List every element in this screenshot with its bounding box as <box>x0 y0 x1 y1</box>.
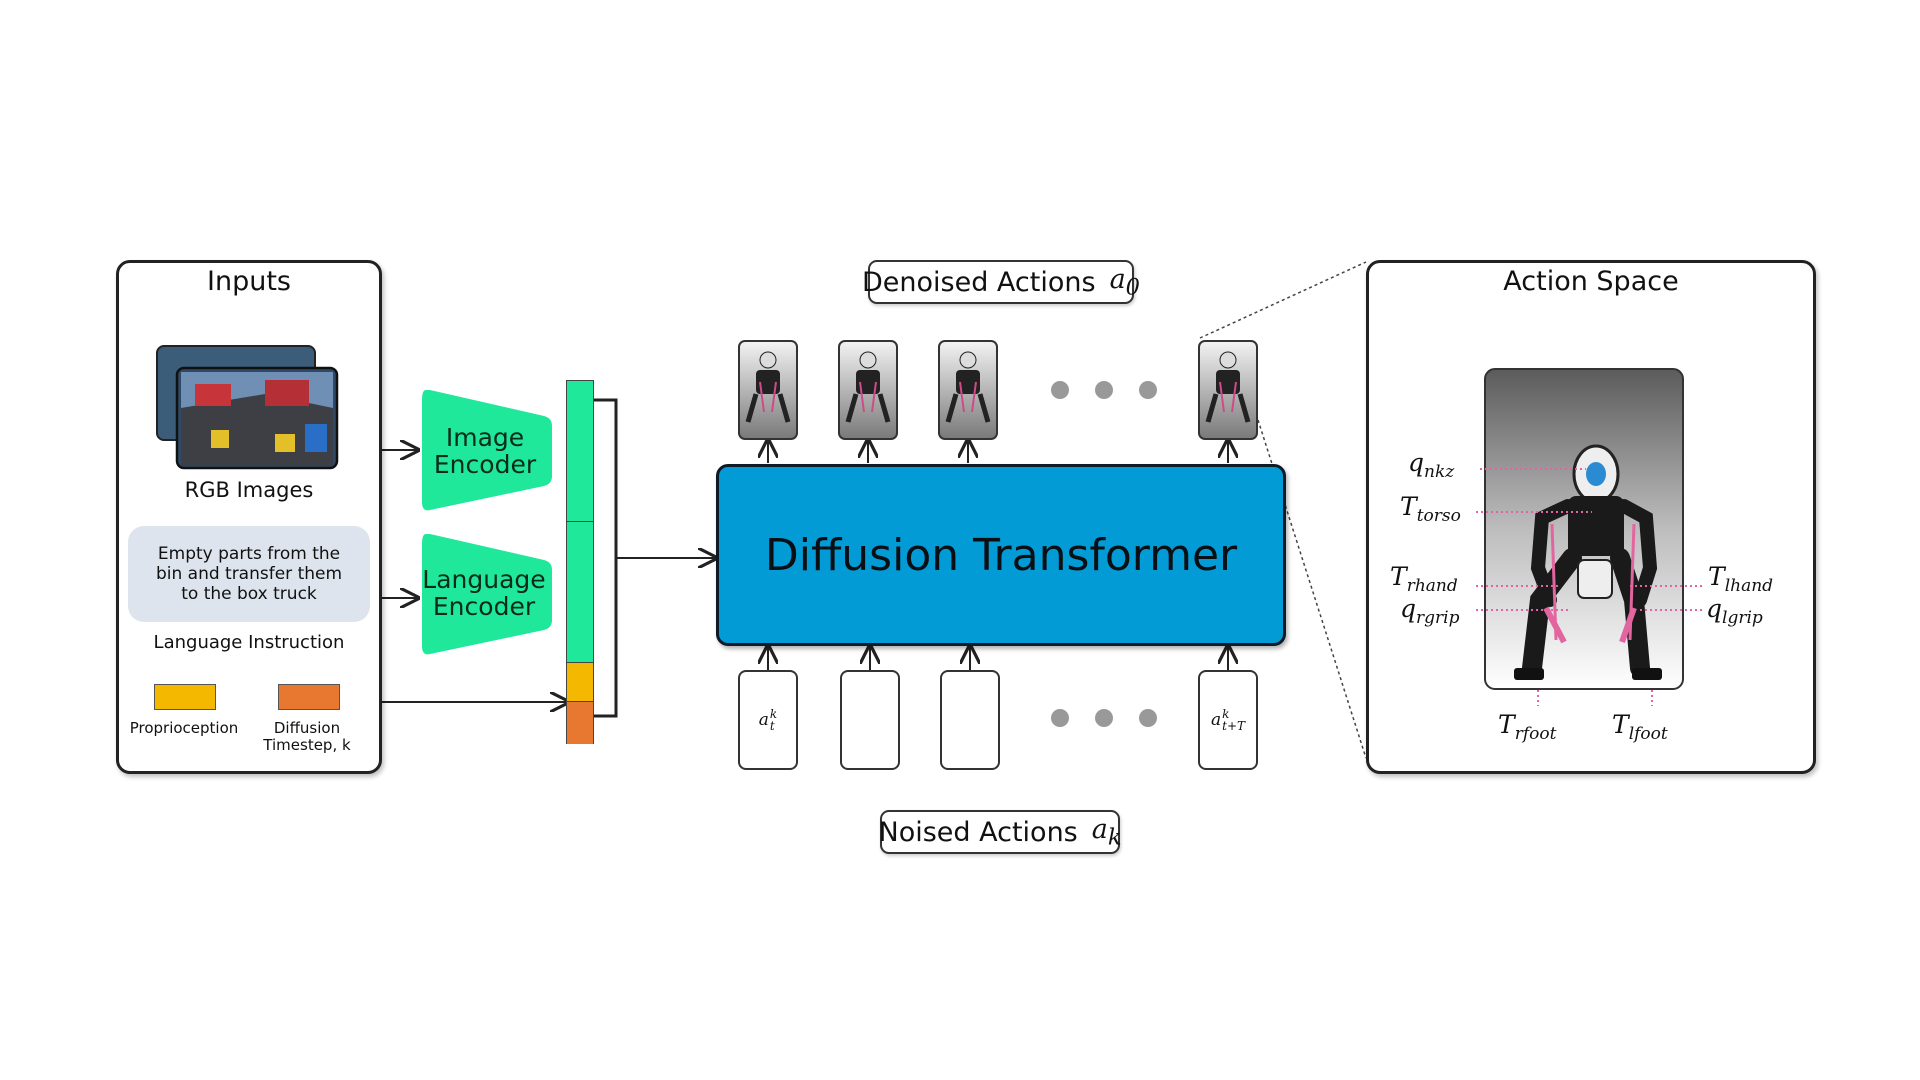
noised-actions-tag: Noised Actions ak <box>878 810 1122 854</box>
label-t-torso: Ttorso <box>1400 492 1461 526</box>
output-frame-1 <box>738 340 798 440</box>
noised-token-3 <box>940 670 1000 770</box>
noised-actions-symbol: ak <box>1091 813 1122 851</box>
output-frame-3 <box>938 340 998 440</box>
token-timestep <box>567 702 593 744</box>
action-space-title: Action Space <box>1503 266 1679 297</box>
label-q-lgrip: qlgrip <box>1706 594 1763 628</box>
label-q-nkz: qnkz <box>1408 448 1455 482</box>
label-t-rhand: Trhand <box>1390 562 1458 596</box>
image-encoder-label: Image Encoder <box>433 423 537 479</box>
timestep-swatch <box>278 684 340 710</box>
inputs-title: Inputs <box>207 266 291 297</box>
denoised-actions-label: Denoised Actions <box>862 266 1096 298</box>
denoised-actions-tag: Denoised Actions a0 <box>862 260 1140 304</box>
noised-token-2 <box>840 670 900 770</box>
rgb-images <box>156 345 339 470</box>
rgb-images-label: RGB Images <box>184 478 314 502</box>
proprioception-label: Proprioception <box>129 719 239 737</box>
language-encoder-label: Language Encoder <box>422 565 546 621</box>
label-t-rfoot: Trfoot <box>1498 710 1557 744</box>
noised-actions-label: Noised Actions <box>878 816 1078 848</box>
diffusion-transformer: Diffusion Transformer <box>716 464 1286 646</box>
robot-image <box>1484 368 1684 690</box>
token-language <box>567 522 593 663</box>
label-t-lfoot: Tlfoot <box>1612 710 1668 744</box>
denoised-actions-symbol: a0 <box>1109 263 1140 301</box>
zoom-line-top <box>1199 261 1367 339</box>
language-instruction-box: Empty parts from the bin and transfer th… <box>128 526 370 622</box>
output-frame-last <box>1198 340 1258 440</box>
zoom-line-bottom <box>1257 419 1367 759</box>
diffusion-transformer-label: Diffusion Transformer <box>764 529 1238 581</box>
language-encoder-shape <box>422 534 552 655</box>
language-instruction-text: Empty parts from the bin and transfer th… <box>155 544 343 604</box>
output-frame-2 <box>838 340 898 440</box>
token-image <box>567 381 593 522</box>
timestep-label: Diffusion Timestep, k <box>263 719 351 754</box>
token-stack <box>566 380 594 744</box>
language-instruction-label: Language Instruction <box>153 632 345 653</box>
label-q-rgrip: qrgrip <box>1400 594 1460 628</box>
label-t-lhand: Tlhand <box>1708 562 1774 596</box>
proprioception-swatch <box>154 684 216 710</box>
token-proprioception <box>567 663 593 702</box>
image-encoder-shape <box>422 390 552 511</box>
